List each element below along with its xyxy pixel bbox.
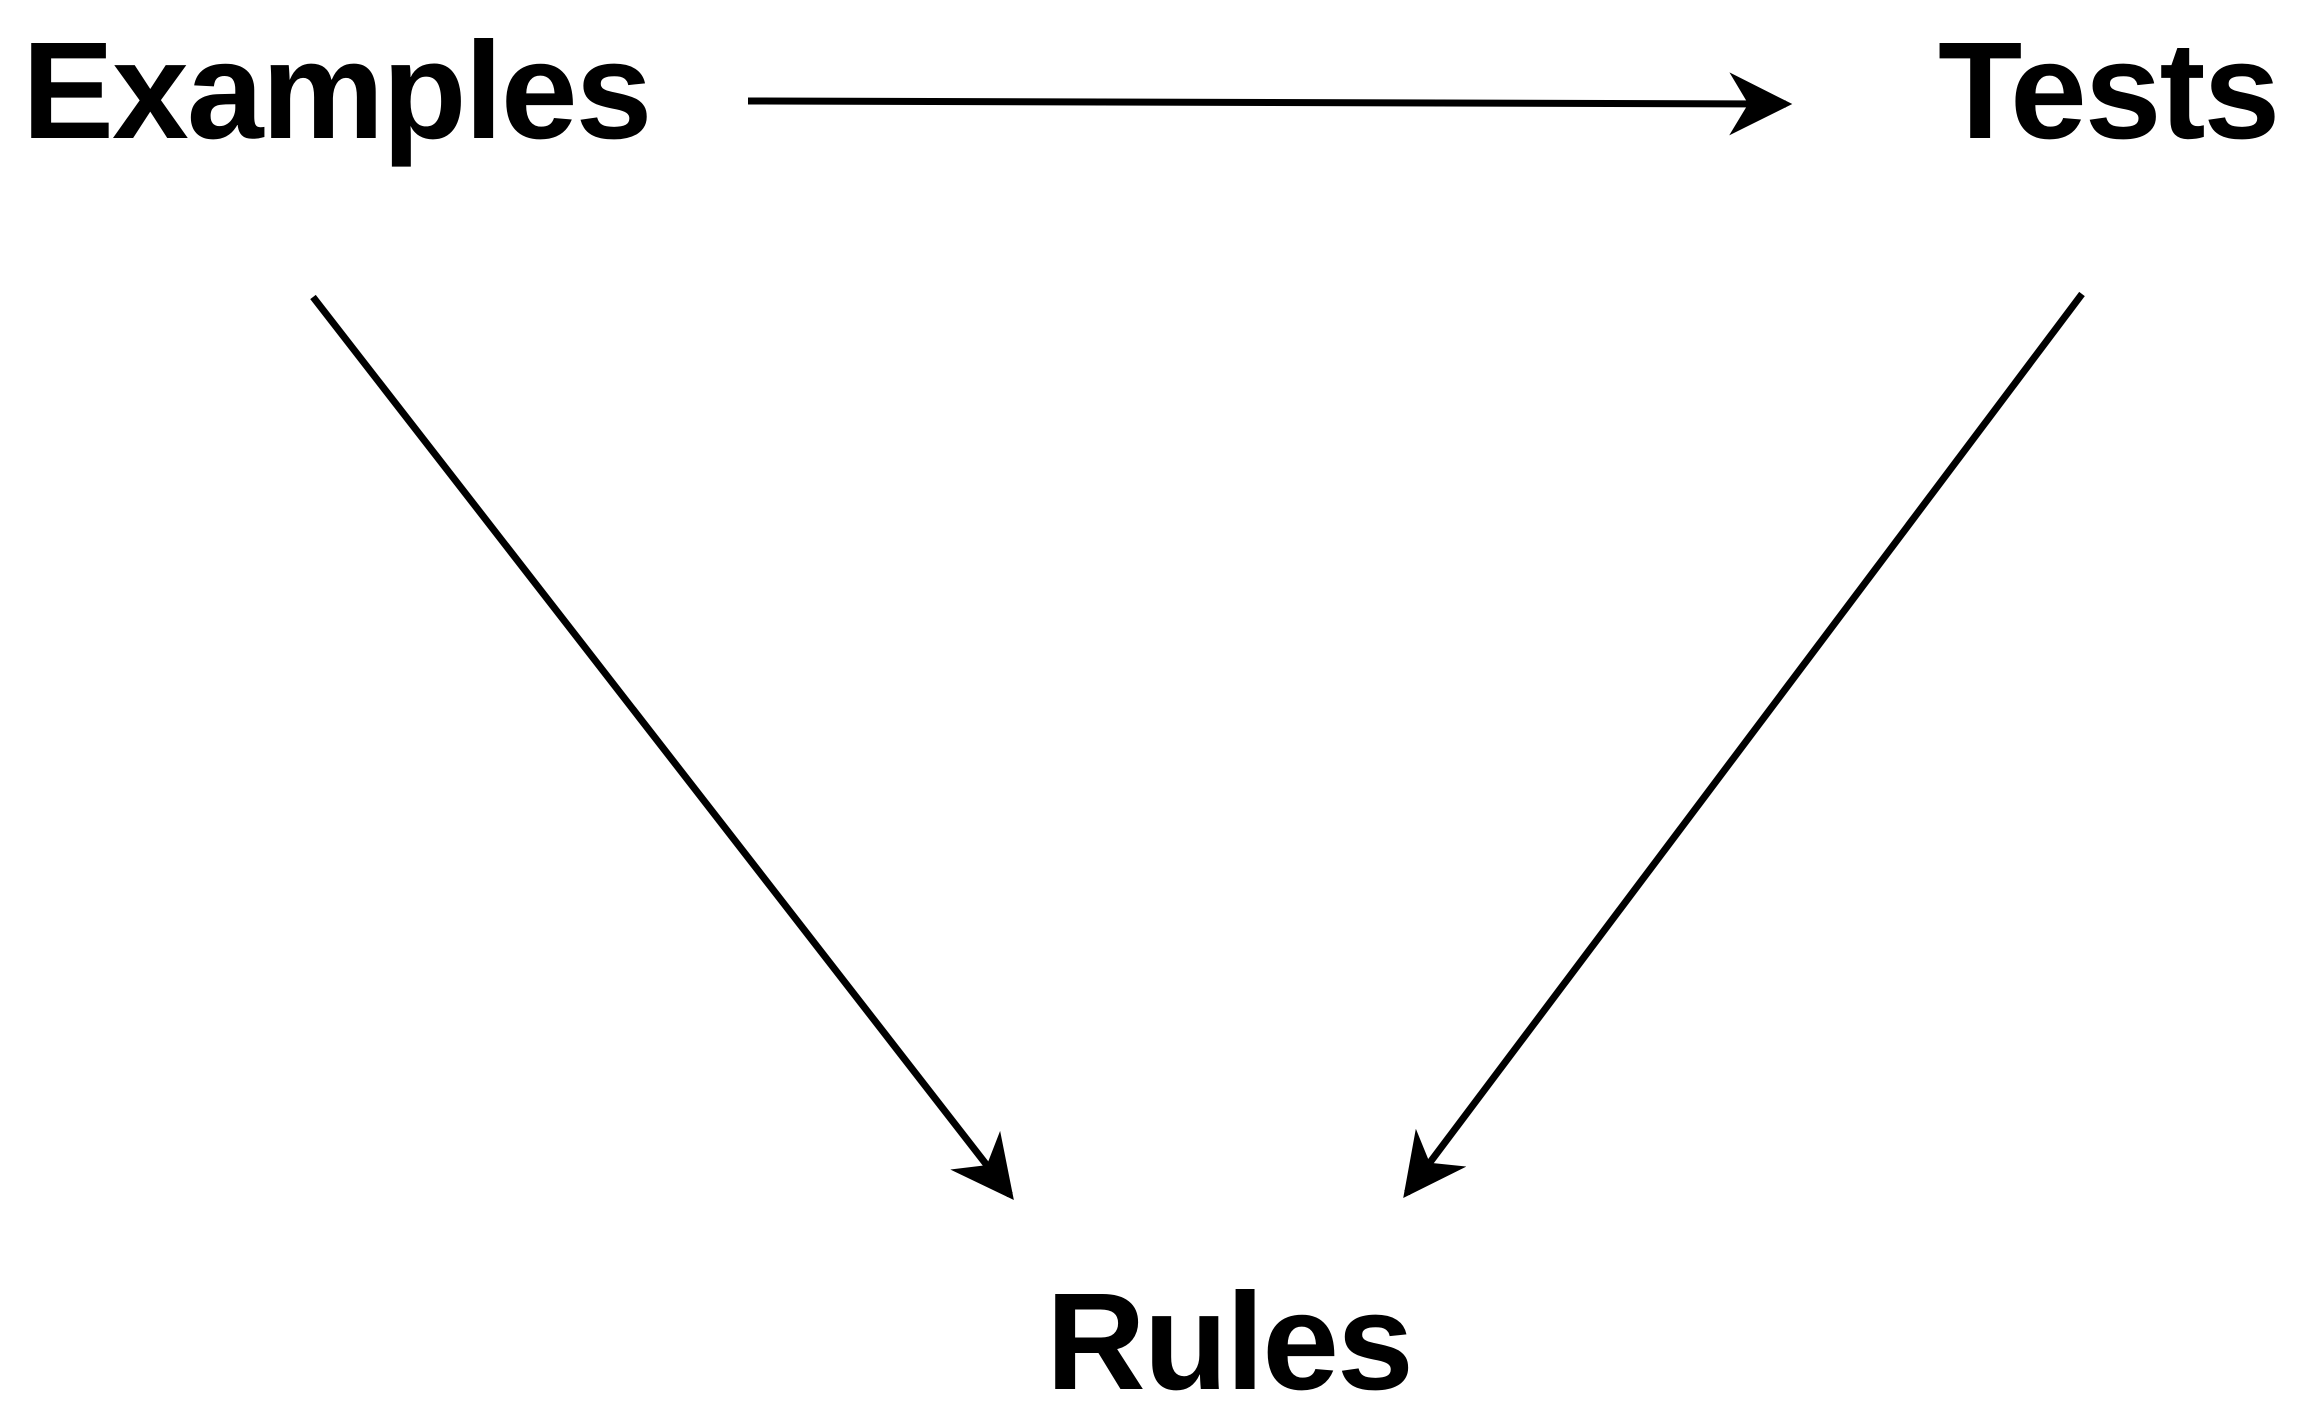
edge-examples-to-rules [310, 294, 1014, 1200]
node-tests-label: Tests [1938, 14, 2280, 168]
edge-examples-to-tests [747, 72, 1793, 136]
edge-tests-to-rules [1403, 291, 2085, 1199]
node-rules-label: Rules [1046, 1265, 1414, 1419]
node-examples-label: Examples [22, 14, 652, 168]
